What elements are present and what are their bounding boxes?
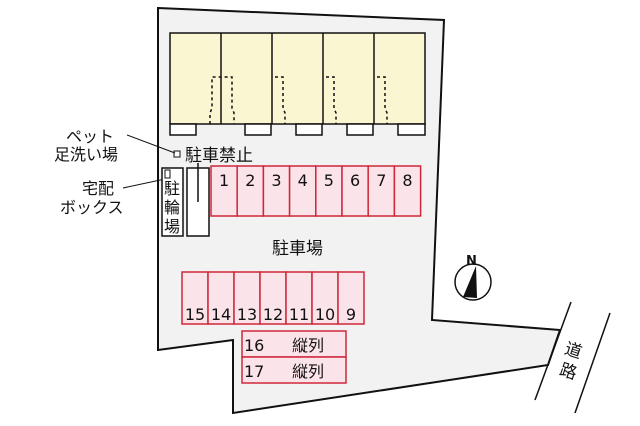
parking-tandem: 16 縦列 17 縦列 [241, 330, 347, 384]
parking-space-6 [341, 165, 369, 217]
parking-space-11 [285, 271, 313, 325]
delivery-box-label-1: 宅配 [82, 179, 114, 198]
parking-space-17 [241, 356, 347, 384]
parking-number: 5 [324, 171, 334, 190]
bicycle-parking-label-3: 場 [164, 217, 180, 236]
parking-row-bottom: 15 14 13 12 11 10 9 [181, 271, 365, 325]
bicycle-parking [161, 167, 184, 237]
road: 道 路 [534, 301, 611, 414]
parking-space-12 [259, 271, 287, 325]
parking-space-7 [367, 165, 396, 217]
parking-space-10 [311, 271, 339, 325]
road-label-1: 道 [562, 339, 584, 363]
pet-footwash-label-1: ペット [66, 127, 114, 146]
parking-number: 8 [402, 171, 412, 190]
bicycle-parking-label-1: 駐 [164, 179, 180, 198]
north-arrow-icon: N [454, 254, 492, 301]
pet-footwash-leader [126, 134, 176, 154]
parking-16-note: 縦列 [292, 336, 324, 355]
parking-number: 15 [185, 305, 205, 324]
parking-space-9 [337, 271, 365, 325]
pet-footwash-marker [173, 150, 181, 158]
parking-number: 12 [263, 305, 283, 324]
building [169, 32, 426, 136]
parking-space-4 [288, 165, 317, 217]
delivery-box-marker [164, 169, 171, 179]
delivery-box-label-2: ボックス [60, 198, 124, 217]
parking-number: 10 [315, 305, 335, 324]
bicycle-parking-label-2: 輪 [164, 198, 180, 217]
parking-space-8 [393, 165, 422, 217]
parking-number: 14 [211, 305, 231, 324]
parking-space-15 [181, 271, 209, 325]
parking-number: 3 [271, 171, 281, 190]
parking-16-number: 16 [244, 336, 264, 355]
parking-number: 13 [237, 305, 257, 324]
parking-number: 1 [219, 171, 229, 190]
delivery-box-leader [122, 178, 166, 189]
road-label-2: 路 [557, 360, 579, 384]
pet-footwash-label-2: 足洗い場 [54, 145, 118, 164]
parking-number: 4 [298, 171, 308, 190]
parking-space-1 [210, 165, 238, 217]
parking-space-5 [315, 165, 343, 217]
parking-number: 7 [376, 171, 386, 190]
parking-space-13 [233, 271, 261, 325]
svg-text:N: N [466, 254, 477, 269]
parking-17-note: 縦列 [292, 362, 324, 381]
parking-17-number: 17 [244, 362, 264, 381]
parking-number: 9 [346, 305, 356, 324]
parking-number: 11 [289, 305, 309, 324]
parking-space-3 [262, 165, 291, 217]
parking-lot-label: 駐車場 [272, 239, 323, 259]
parking-number: 2 [245, 171, 255, 190]
parking-number: 6 [350, 171, 360, 190]
no-parking-label: 駐車禁止 [185, 146, 253, 166]
